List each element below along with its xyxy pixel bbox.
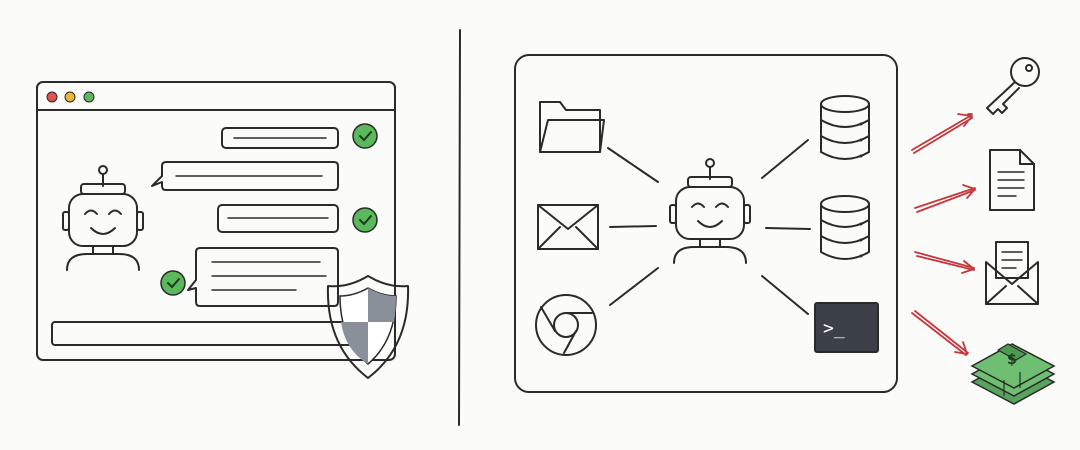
- divider: [458, 29, 461, 426]
- database-icon: [820, 95, 870, 160]
- robot-icon: [62, 165, 144, 271]
- close-dot[interactable]: [46, 91, 58, 103]
- shield-icon: [326, 275, 410, 379]
- check-icon: [352, 123, 378, 149]
- chat-bubble: [217, 204, 339, 233]
- minimize-dot[interactable]: [64, 91, 76, 103]
- check-icon: [160, 270, 186, 296]
- arrow-icon: [914, 184, 976, 213]
- arrow-icon: [914, 251, 975, 274]
- folder-icon: [539, 101, 605, 153]
- terminal-icon: >_: [814, 302, 879, 353]
- chat-window: [36, 81, 410, 379]
- robot-icon: [669, 158, 751, 264]
- arrow-icon: [911, 113, 973, 154]
- chat-bubble: [187, 247, 339, 307]
- money-icon: $: [970, 343, 1056, 405]
- database-icon: [820, 195, 870, 260]
- chrome-icon: [535, 294, 597, 356]
- dollar-sign: $: [1007, 352, 1017, 368]
- terminal-prompt: >_: [823, 318, 845, 339]
- envelope-icon: [537, 204, 599, 250]
- letter-icon: [985, 241, 1039, 305]
- arrow-icon: [911, 310, 969, 356]
- check-icon: [352, 207, 378, 233]
- message-input[interactable]: [51, 321, 353, 346]
- chat-bubble: [221, 127, 339, 149]
- key-icon: [986, 57, 1040, 115]
- document-icon: [989, 149, 1035, 211]
- maximize-dot[interactable]: [83, 91, 95, 103]
- agent-panel: >_: [514, 54, 898, 393]
- chat-bubble: [151, 161, 339, 191]
